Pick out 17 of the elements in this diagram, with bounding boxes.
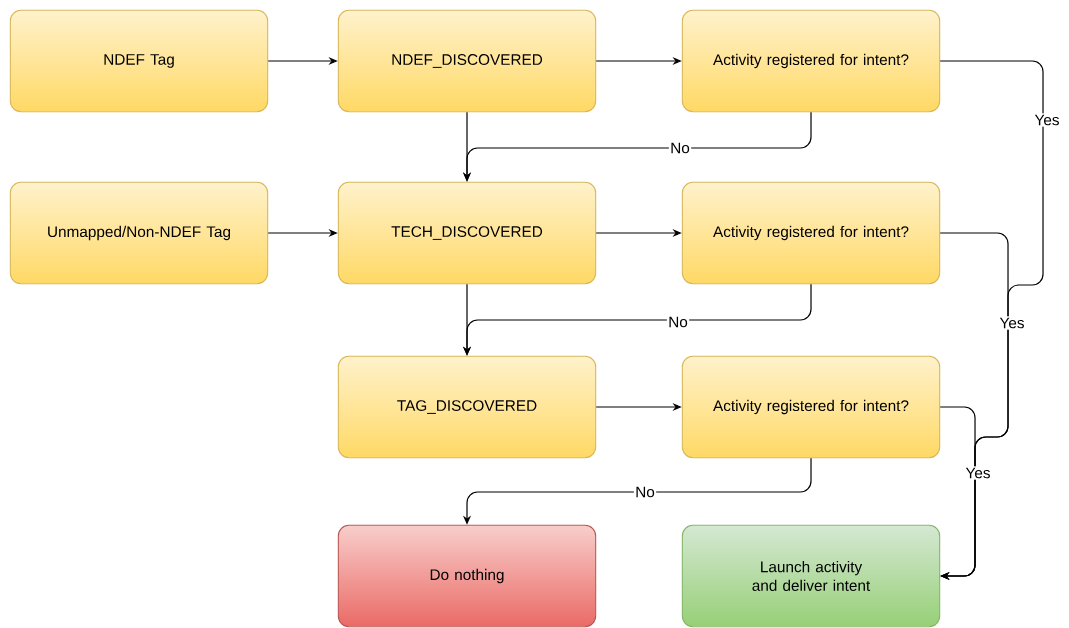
edge-label: Yes (964, 466, 992, 480)
edge-label: No (668, 141, 692, 155)
edge-label: Yes (998, 316, 1026, 330)
process-box: NDEF Tag (9, 9, 269, 113)
decision-box: Activity registered for intent? (681, 181, 941, 285)
process-box: Unmapped/Non-NDEF Tag (9, 181, 269, 285)
edge-label: Yes (1033, 113, 1061, 127)
process-box: Do nothing (337, 524, 597, 628)
process-box: NDEF_DISCOVERED (337, 9, 597, 113)
edge-label: No (666, 315, 690, 329)
decision-box: Activity registered for intent? (681, 9, 941, 113)
process-box: Launch activity and deliver intent (681, 524, 941, 628)
edge-label: No (633, 485, 657, 499)
decision-box: Activity registered for intent? (681, 355, 941, 459)
process-box: TECH_DISCOVERED (337, 181, 597, 285)
arrow (939, 406, 976, 581)
process-box: TAG_DISCOVERED (337, 355, 597, 459)
